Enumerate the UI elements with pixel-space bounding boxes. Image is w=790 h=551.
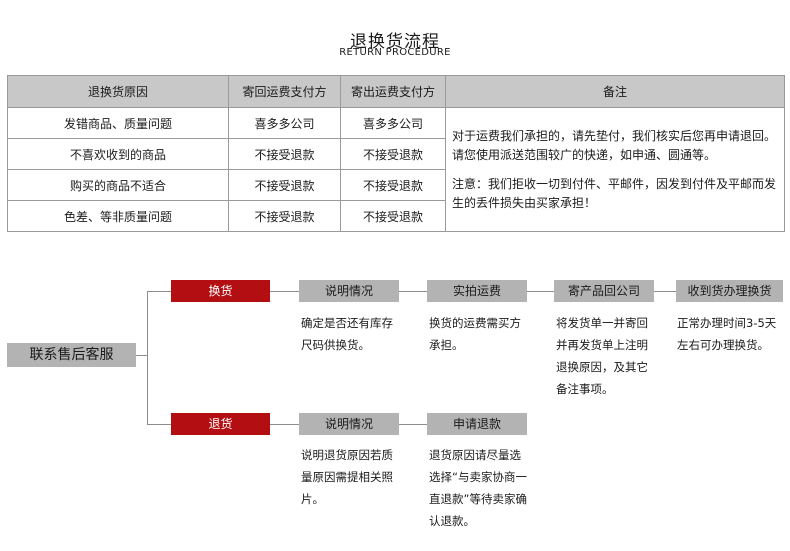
cell-outbound-shipping: 喜多多公司 [340, 107, 446, 139]
exchange-desc-send-back: 将发货单一并寄回并再发货单上注明退换原因，及其它备注事项。 [556, 316, 648, 396]
cell-reason: 购买的商品不适合 [7, 169, 229, 201]
connector-branch [147, 291, 148, 424]
exchange-step-shipping: 实拍运费 [427, 280, 527, 302]
cell-return-shipping: 不接受退款 [228, 200, 341, 232]
table-row: 不喜欢收到的商品 不接受退款 不接受退款 [7, 138, 785, 170]
cell-return-shipping: 不接受退款 [228, 138, 341, 170]
header-outbound-shipping: 寄出运费支付方 [340, 75, 446, 108]
refund-desc-apply: 退货原因请尽量选选择“与卖家协商一直退款”等待卖家确认退款。 [429, 448, 527, 528]
refund-step-explain: 说明情况 [299, 413, 399, 435]
return-policy-table: 退换货原因 寄回运费支付方 寄出运费支付方 备注 发错商品、质量问题 喜多多公司… [7, 75, 785, 232]
cell-outbound-shipping: 不接受退款 [340, 138, 446, 170]
header-return-shipping: 寄回运费支付方 [228, 75, 341, 108]
header-reason: 退换货原因 [7, 75, 229, 108]
refund-step-apply: 申请退款 [427, 413, 527, 435]
exchange-step-process: 收到货办理换货 [676, 280, 783, 302]
table-header-row: 退换货原因 寄回运费支付方 寄出运费支付方 备注 [7, 75, 785, 108]
note-paragraph-shipping: 对于运费我们承担的，请先垫付，我们核实后您再申请退回。请您使用派送范围较广的快递… [452, 128, 777, 162]
exchange-label: 换货 [171, 280, 270, 302]
contact-support-box: 联系售后客服 [7, 343, 136, 367]
table-row: 发错商品、质量问题 喜多多公司 喜多多公司 对于运费我们承担的，请先垫付，我们核… [7, 107, 785, 232]
note-paragraph-warning: 注意：我们拒收一切到付件、平邮件，因发到付件及平邮而发生的丢件损失由买家承担！ [452, 176, 777, 210]
exchange-step-explain: 说明情况 [299, 280, 399, 302]
cell-outbound-shipping: 不接受退款 [340, 169, 446, 201]
cell-return-shipping: 喜多多公司 [228, 107, 341, 139]
exchange-desc-process: 正常办理时间3-5天左右可办理换货。 [677, 316, 777, 352]
cell-reason: 不喜欢收到的商品 [7, 138, 229, 170]
page-title: 退换货流程 [350, 32, 440, 52]
refund-label: 退货 [171, 413, 270, 435]
header-note: 备注 [445, 75, 785, 108]
exchange-desc-shipping: 换货的运费需买方承担。 [429, 316, 521, 352]
table-row: 色差、等非质量问题 不接受退款 不接受退款 [7, 200, 785, 232]
refund-desc-explain: 说明退货原因若质量原因需提相关照片。 [301, 448, 393, 506]
connector-start [136, 355, 148, 356]
cell-return-shipping: 不接受退款 [228, 169, 341, 201]
exchange-desc-explain: 确定是否还有库存尺码供换货。 [301, 316, 393, 352]
table-row: 购买的商品不适合 不接受退款 不接受退款 [7, 169, 785, 201]
exchange-step-send-back: 寄产品回公司 [554, 280, 654, 302]
cell-outbound-shipping: 不接受退款 [340, 200, 446, 232]
cell-reason: 发错商品、质量问题 [7, 107, 229, 139]
cell-reason: 色差、等非质量问题 [7, 200, 229, 232]
note-cell: 对于运费我们承担的，请先垫付，我们核实后您再申请退回。请您使用派送范围较广的快递… [445, 107, 785, 232]
page-subtitle: RETURN PROCEDURE [339, 47, 451, 58]
